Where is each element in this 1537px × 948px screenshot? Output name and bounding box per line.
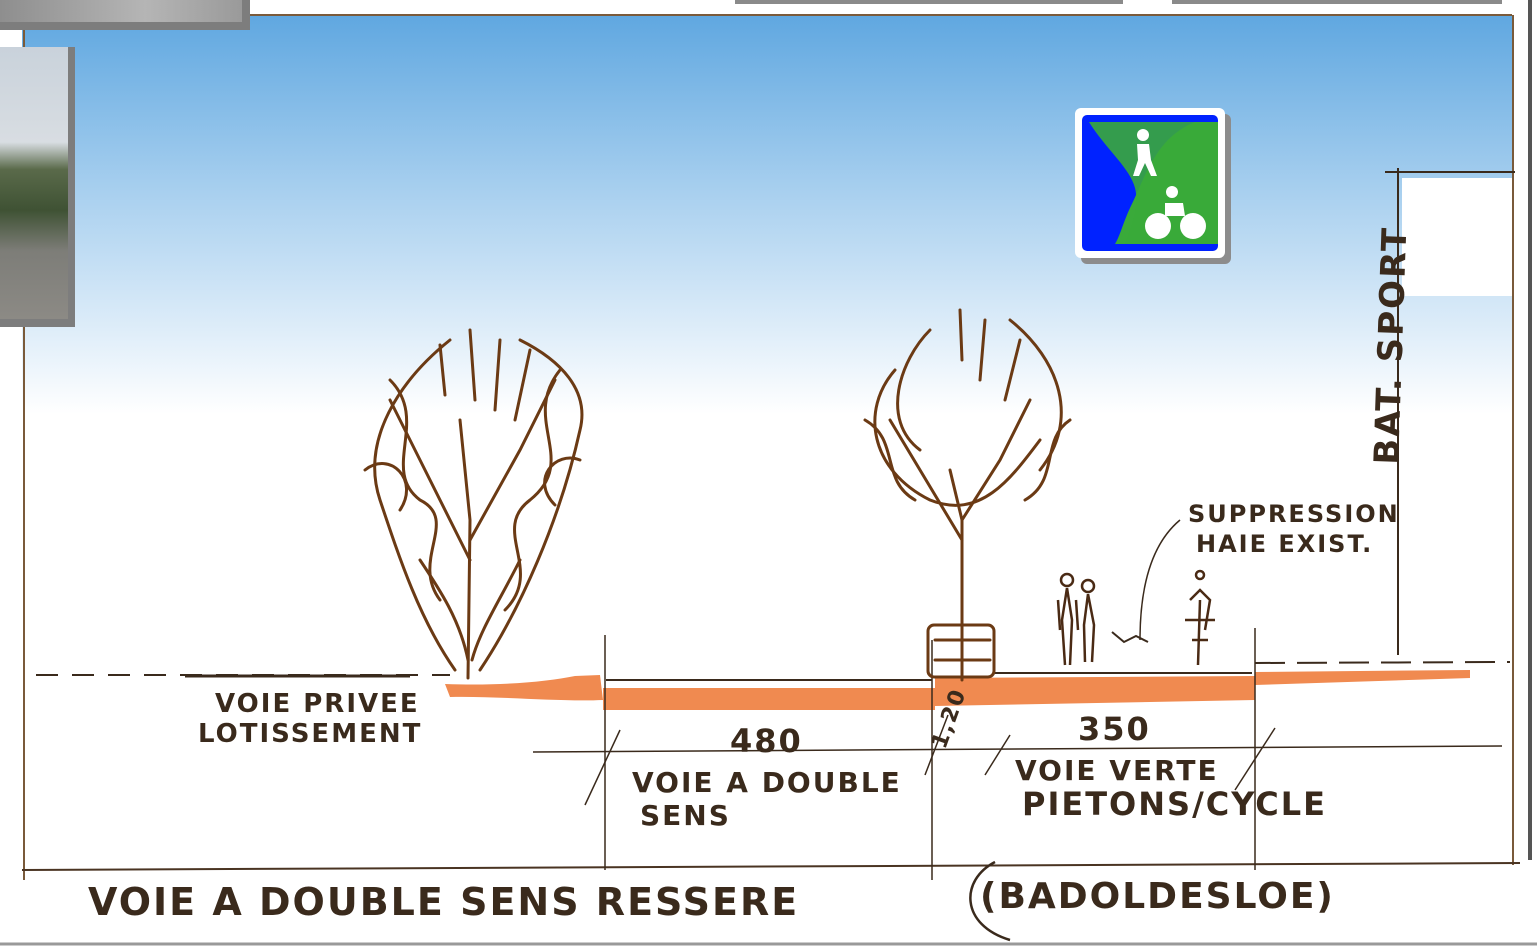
ground-orange-band-left [445,675,603,701]
dim-tick-4 [1234,727,1276,791]
top-strip-mid [735,0,1123,4]
note-leader [1139,519,1181,641]
ground-orange-band-road [603,688,935,710]
cyclist-figure [1185,569,1215,666]
note-label-line1: SUPPRESSION [1188,500,1400,528]
greenway-road-sign [1075,108,1225,258]
building-window [1402,178,1512,296]
ground-dashed-line-right [1254,661,1511,664]
sketch-title-location: (BADOLDESLOE) [980,876,1335,917]
greenway-sign-graphic [1082,115,1218,251]
top-strip-right [1172,0,1502,4]
bicycle-icon [1145,186,1206,239]
greenway-label-line1: VOIE VERTE [1015,754,1219,787]
dimension-line [532,745,1503,753]
ground-orange-band-right [1255,670,1470,685]
ground-orange-band-greenway [935,676,1255,706]
title-paren-left [969,860,1011,942]
building-label: BAT. SPORT [1367,226,1415,466]
photo-thumbnail-top [0,0,250,30]
voie-privee-label-line1: VOIE PRIVEE [215,689,420,719]
greenway-label-line2: PIETONS/CYCLE [1022,785,1327,823]
sketch-title: VOIE A DOUBLE SENS RESSERE [88,880,799,924]
dimension-road: 480 [730,722,803,760]
road-label-line1: VOIE A DOUBLE [632,766,902,799]
dim-tick-2 [924,714,949,776]
dimension-greenway: 350 [1078,710,1151,748]
sign-green-path-left [1089,122,1218,244]
photo-thumbnail-top-image [0,0,242,22]
photo-thumbnail-left [0,47,75,327]
sky-background [22,14,1512,414]
road-label-line2: SENS [640,799,731,832]
pedestrians-figure [1056,572,1096,666]
note-label-line2: HAIE EXIST. [1196,530,1373,558]
pedestrian-icon [1133,129,1157,176]
tree-right [863,308,1072,682]
photo-thumbnail-left-image [0,47,68,319]
tree-left [363,328,584,680]
dim-tick-1 [584,729,621,806]
removed-hedge-mark [1111,631,1149,644]
dim-tick-3 [984,734,1011,776]
frame-bottom [21,862,1521,871]
voie-privee-label-line2: LOTISSEMENT [198,719,422,749]
